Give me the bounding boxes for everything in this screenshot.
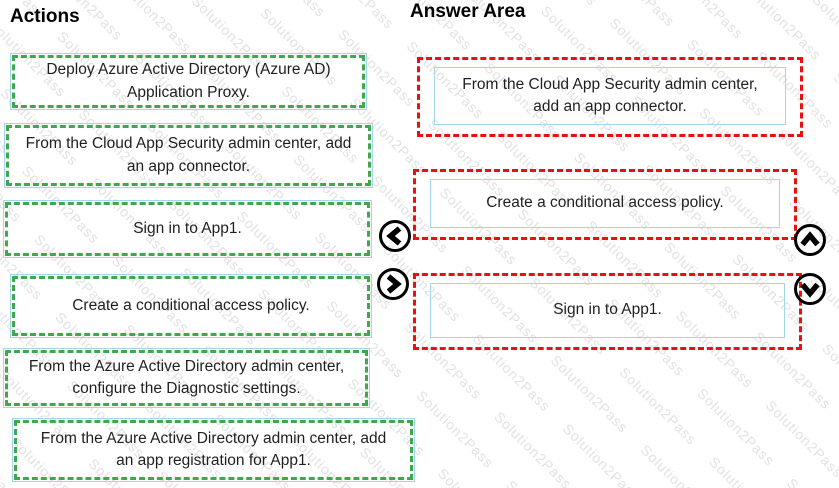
- answer-area-header: Answer Area: [410, 1, 526, 22]
- chevron-left-icon: [378, 219, 412, 253]
- action-item-add-app-connector[interactable]: From the Cloud App Security admin center…: [4, 123, 373, 188]
- answer-item-label: From the Cloud App Security admin center…: [462, 75, 758, 115]
- action-item-label: From the Azure Active Directory admin ce…: [28, 357, 345, 397]
- action-item-sign-in-app1[interactable]: Sign in to App1.: [3, 200, 372, 258]
- move-left-button[interactable]: [378, 219, 412, 253]
- action-item-label: From the Azure Active Directory admin ce…: [40, 429, 387, 469]
- answer-slot-1[interactable]: From the Cloud App Security admin center…: [417, 57, 803, 137]
- answer-item-sign-in-app1[interactable]: Sign in to App1.: [430, 283, 785, 338]
- move-right-button[interactable]: [376, 267, 410, 301]
- answer-item-create-conditional-access-policy[interactable]: Create a conditional access policy.: [430, 179, 780, 228]
- chevron-up-icon: [793, 223, 827, 257]
- action-item-label: Create a conditional access policy.: [72, 296, 310, 314]
- move-up-button[interactable]: [793, 223, 827, 257]
- answer-item-label: Create a conditional access policy.: [486, 194, 724, 212]
- actions-header: Actions: [10, 6, 80, 27]
- action-item-label: Sign in to App1.: [133, 219, 242, 237]
- action-item-configure-diagnostic-settings[interactable]: From the Azure Active Directory admin ce…: [3, 348, 370, 408]
- action-item-label: From the Cloud App Security admin center…: [25, 135, 352, 175]
- answer-slot-2[interactable]: Create a conditional access policy.: [413, 169, 797, 240]
- answer-slot-3[interactable]: Sign in to App1.: [413, 273, 802, 350]
- answer-item-label: Sign in to App1.: [553, 301, 662, 319]
- chevron-down-icon: [793, 272, 827, 306]
- answer-item-add-app-connector[interactable]: From the Cloud App Security admin center…: [434, 67, 786, 125]
- move-down-button[interactable]: [793, 272, 827, 306]
- action-item-deploy-app-proxy[interactable]: Deploy Azure Active Directory (Azure AD)…: [10, 53, 367, 110]
- action-item-add-app-registration[interactable]: From the Azure Active Directory admin ce…: [12, 418, 415, 482]
- action-item-create-conditional-access-policy[interactable]: Create a conditional access policy.: [10, 274, 372, 338]
- action-item-label: Deploy Azure Active Directory (Azure AD)…: [46, 61, 331, 101]
- chevron-right-icon: [376, 267, 410, 301]
